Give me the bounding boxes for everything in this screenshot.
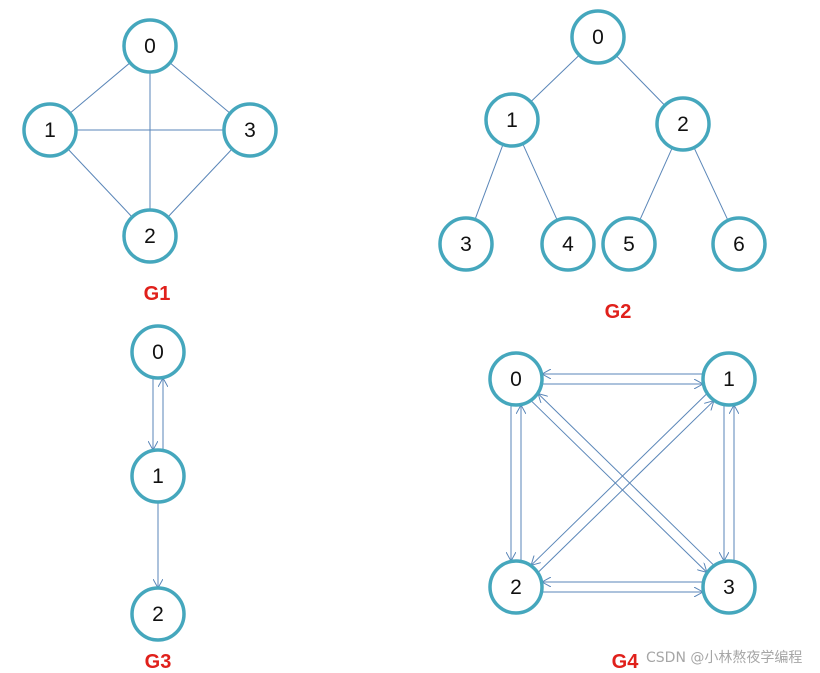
- g1-edge-2-3: [167, 148, 233, 218]
- g2-node-5-label: 5: [623, 233, 635, 256]
- g4-node-2: 2: [488, 559, 544, 615]
- g1-node-2-label: 2: [144, 225, 156, 248]
- graph-g4: 0 1 2 3: [488, 351, 757, 615]
- g2-node-0-label: 0: [592, 26, 604, 49]
- g2-node-0-circle: [570, 9, 626, 65]
- g4-node-0-label: 0: [510, 368, 522, 391]
- g2-node-2-label: 2: [677, 113, 689, 136]
- g1-node-0-label: 0: [144, 35, 156, 58]
- g1-node-3-circle: [222, 102, 278, 158]
- g2-nodes: 0 1 2 3 4 5 6: [438, 9, 767, 272]
- g2-edge-1-3: [474, 144, 504, 220]
- g4-nodes: 0 1 2 3: [488, 351, 757, 615]
- g1-node-1: 1: [22, 102, 78, 158]
- g4-node-3: 3: [701, 559, 757, 615]
- g4-edge-1-2: [531, 393, 708, 566]
- g3-node-2: 2: [130, 586, 186, 642]
- g3-title: G3: [145, 651, 172, 673]
- g4-edge-2-1: [537, 401, 714, 573]
- g2-node-1-circle: [484, 92, 540, 148]
- graph-g2: 0 1 2 3 4 5 6: [438, 9, 767, 272]
- g4-node-1-circle: [701, 351, 757, 407]
- g4-title: G4: [612, 651, 640, 673]
- g2-node-0: 0: [570, 9, 626, 65]
- g2-node-1-label: 1: [506, 109, 518, 132]
- g3-edges: [153, 378, 163, 588]
- g3-nodes: 0 1 2: [130, 324, 186, 642]
- g3-node-1: 1: [130, 448, 186, 504]
- g2-node-2: 2: [655, 96, 711, 152]
- graph-g3: 0 1 2: [130, 324, 186, 642]
- g1-node-3-label: 3: [244, 119, 256, 142]
- g1-edge-1-2: [67, 148, 133, 218]
- g2-edge-2-6: [693, 147, 729, 221]
- g3-node-0-circle: [130, 324, 186, 380]
- g4-edges: [511, 374, 734, 592]
- g2-edge-2-5: [639, 147, 673, 221]
- g2-node-3-label: 3: [460, 233, 472, 256]
- g1-edge-0-3: [169, 62, 231, 114]
- g4-node-2-circle: [488, 559, 544, 615]
- g2-edge-0-2: [615, 55, 666, 106]
- g2-node-6: 6: [711, 216, 767, 272]
- g4-node-3-circle: [701, 559, 757, 615]
- graph-g1: 0 1 2 3: [22, 18, 278, 264]
- g3-node-0: 0: [130, 324, 186, 380]
- g4-node-0: 0: [488, 351, 544, 407]
- g1-title: G1: [144, 283, 171, 305]
- g3-node-2-label: 2: [152, 603, 164, 626]
- g2-node-4-circle: [540, 216, 596, 272]
- g4-node-0-circle: [488, 351, 544, 407]
- g4-node-1: 1: [701, 351, 757, 407]
- g1-nodes: 0 1 2 3: [22, 18, 278, 264]
- g3-node-0-label: 0: [152, 341, 164, 364]
- g2-node-6-circle: [711, 216, 767, 272]
- g4-node-1-label: 1: [723, 368, 735, 391]
- watermark: CSDN @小林熬夜学编程: [646, 650, 802, 666]
- g1-node-1-circle: [22, 102, 78, 158]
- g2-edge-1-4: [522, 143, 558, 221]
- g1-node-3: 3: [222, 102, 278, 158]
- g2-node-2-circle: [655, 96, 711, 152]
- g2-title: G2: [605, 301, 632, 323]
- g2-node-1: 1: [484, 92, 540, 148]
- g1-node-0-circle: [122, 18, 178, 74]
- g2-node-3-circle: [438, 216, 494, 272]
- g1-edge-0-1: [69, 62, 131, 114]
- g1-node-2-circle: [122, 208, 178, 264]
- g1-node-1-label: 1: [44, 119, 56, 142]
- g2-node-6-label: 6: [733, 233, 745, 256]
- g3-node-2-circle: [130, 586, 186, 642]
- g2-edges: [474, 54, 729, 221]
- g3-node-1-circle: [130, 448, 186, 504]
- g2-node-5: 5: [601, 216, 657, 272]
- g2-node-4: 4: [540, 216, 596, 272]
- g1-node-0: 0: [122, 18, 178, 74]
- g4-node-3-label: 3: [723, 576, 735, 599]
- g1-node-2: 2: [122, 208, 178, 264]
- g4-edge-0-3: [530, 400, 707, 573]
- g2-node-4-label: 4: [562, 233, 574, 256]
- g3-node-1-label: 1: [152, 465, 164, 488]
- g2-node-3: 3: [438, 216, 494, 272]
- g4-edge-3-0: [538, 394, 715, 566]
- g1-edges: [67, 62, 233, 218]
- g2-edge-0-1: [530, 54, 580, 103]
- g4-node-2-label: 2: [510, 576, 522, 599]
- g2-node-5-circle: [601, 216, 657, 272]
